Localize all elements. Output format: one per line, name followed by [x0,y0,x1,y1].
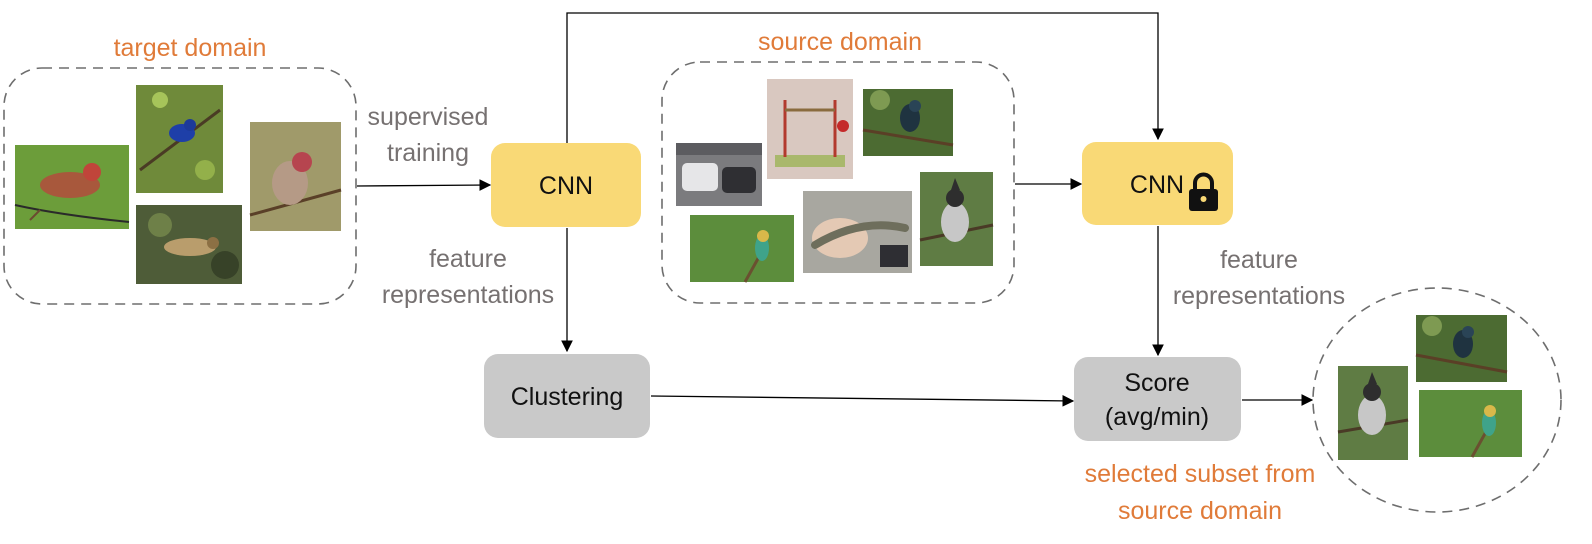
source-image-lizard-in-hand [803,191,912,273]
target-image-cedar-waxwing [136,205,242,284]
arrow-target-to-cnn [356,179,492,191]
target-image-house-finch-on-wire [14,145,130,229]
target-domain-container [3,67,357,305]
feature-label-right-line2: representations [1173,282,1345,310]
subset-image-bee-eater [1419,390,1522,458]
selected-subset-caption-line1: selected subset from [1085,460,1316,488]
target-image-house-finch-on-branch [249,122,342,231]
source-domain-title: source domain [758,28,922,56]
score-label-line1: Score [1124,369,1189,397]
subset-image-crested-bird [1337,366,1409,460]
target-domain-title: target domain [114,34,267,62]
arrow-clustering-to-score [650,395,1075,407]
cnn-train-box [491,143,641,227]
feature-label-left-line1: feature [429,245,507,273]
subset-image-hummingbird-bird [1415,315,1508,382]
source-image-hummingbird-bird [862,89,954,156]
selected-subset-caption-line2: source domain [1118,497,1282,525]
feature-label-right-line1: feature [1220,246,1298,274]
source-image-cars-in-garage [676,143,762,206]
score-label-line2: (avg/min) [1105,403,1209,431]
supervised-label-line1: supervised [368,103,489,131]
target-image-indigo-bunting [136,85,223,193]
selected-subset-container [1312,287,1562,513]
cnn-frozen-label: CNN [1130,171,1184,199]
score-box [1074,357,1241,441]
source-image-bee-eater [690,215,794,283]
supervised-label-line2: training [387,139,469,167]
arrow-cnn-weights-transfer [566,12,1164,143]
cnn-train-label: CNN [539,172,593,200]
source-domain-container [661,61,1015,304]
feature-label-left-line2: representations [382,281,554,309]
source-image-toy-structure [767,79,853,179]
lock-icon [1189,172,1218,211]
clustering-label: Clustering [511,383,624,411]
source-image-crested-bird [919,172,994,266]
clustering-box [484,354,650,438]
